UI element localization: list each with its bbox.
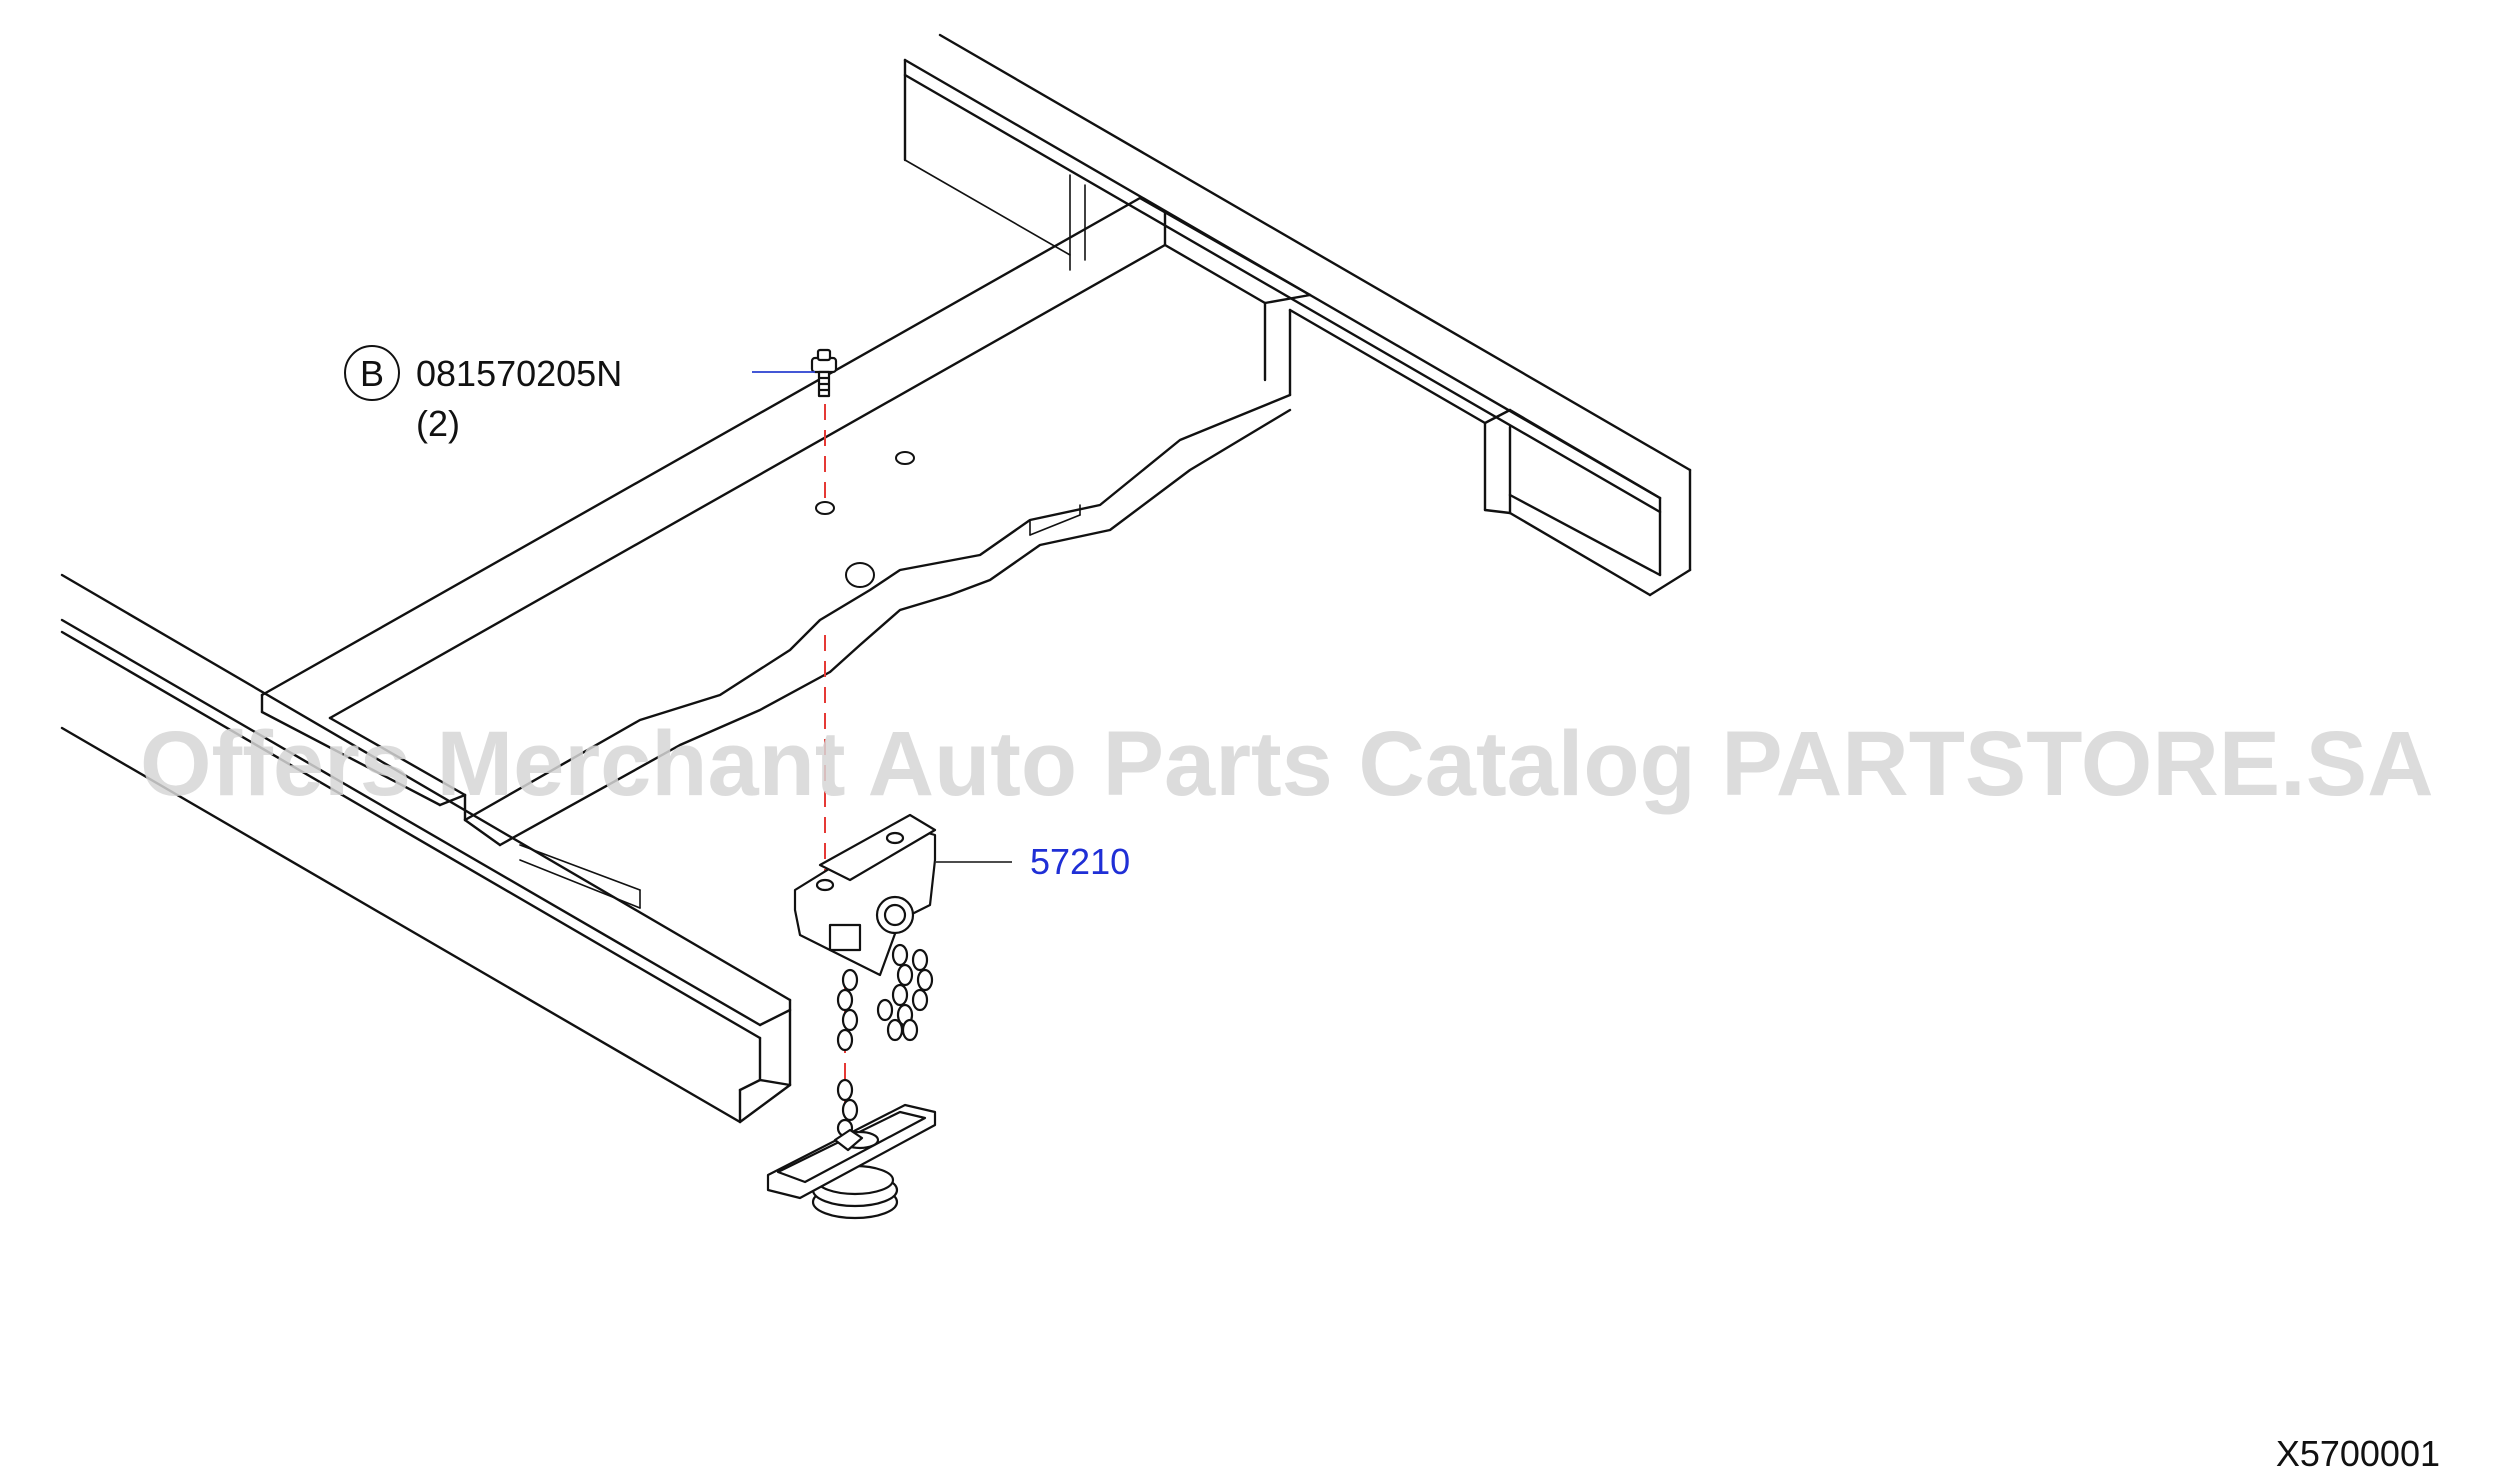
watermark-text: Offers Merchant Auto Parts Catalog PARTS… — [140, 713, 2434, 815]
crossmember-hole — [845, 562, 875, 588]
part-number-carrier[interactable]: 57210 — [1030, 841, 1130, 882]
callout-carrier[interactable]: 57210 — [935, 841, 1130, 882]
chain-right — [876, 943, 934, 1042]
left-frame-rail — [60, 573, 792, 1124]
chain-left — [836, 968, 859, 1052]
spare-tire-carrier-icon[interactable] — [793, 813, 937, 1052]
callout-symbol-circle — [344, 345, 400, 401]
callout-bolt[interactable]: B 081570205N (2) — [344, 345, 815, 444]
crossmember-hole — [815, 501, 835, 515]
bolt-icon[interactable] — [810, 348, 838, 398]
tire-hook-plate-icon[interactable] — [766, 1078, 937, 1220]
frame-structure — [60, 33, 1692, 1124]
quantity-bolt: (2) — [416, 403, 460, 444]
crossmember-hole — [895, 451, 915, 465]
part-number-bolt[interactable]: 081570205N — [416, 353, 622, 394]
diagram-code: X5700001 — [2276, 1433, 2440, 1474]
right-frame-rail — [903, 33, 1692, 597]
crossmember — [260, 196, 1312, 909]
callout-symbol: B — [360, 353, 384, 394]
